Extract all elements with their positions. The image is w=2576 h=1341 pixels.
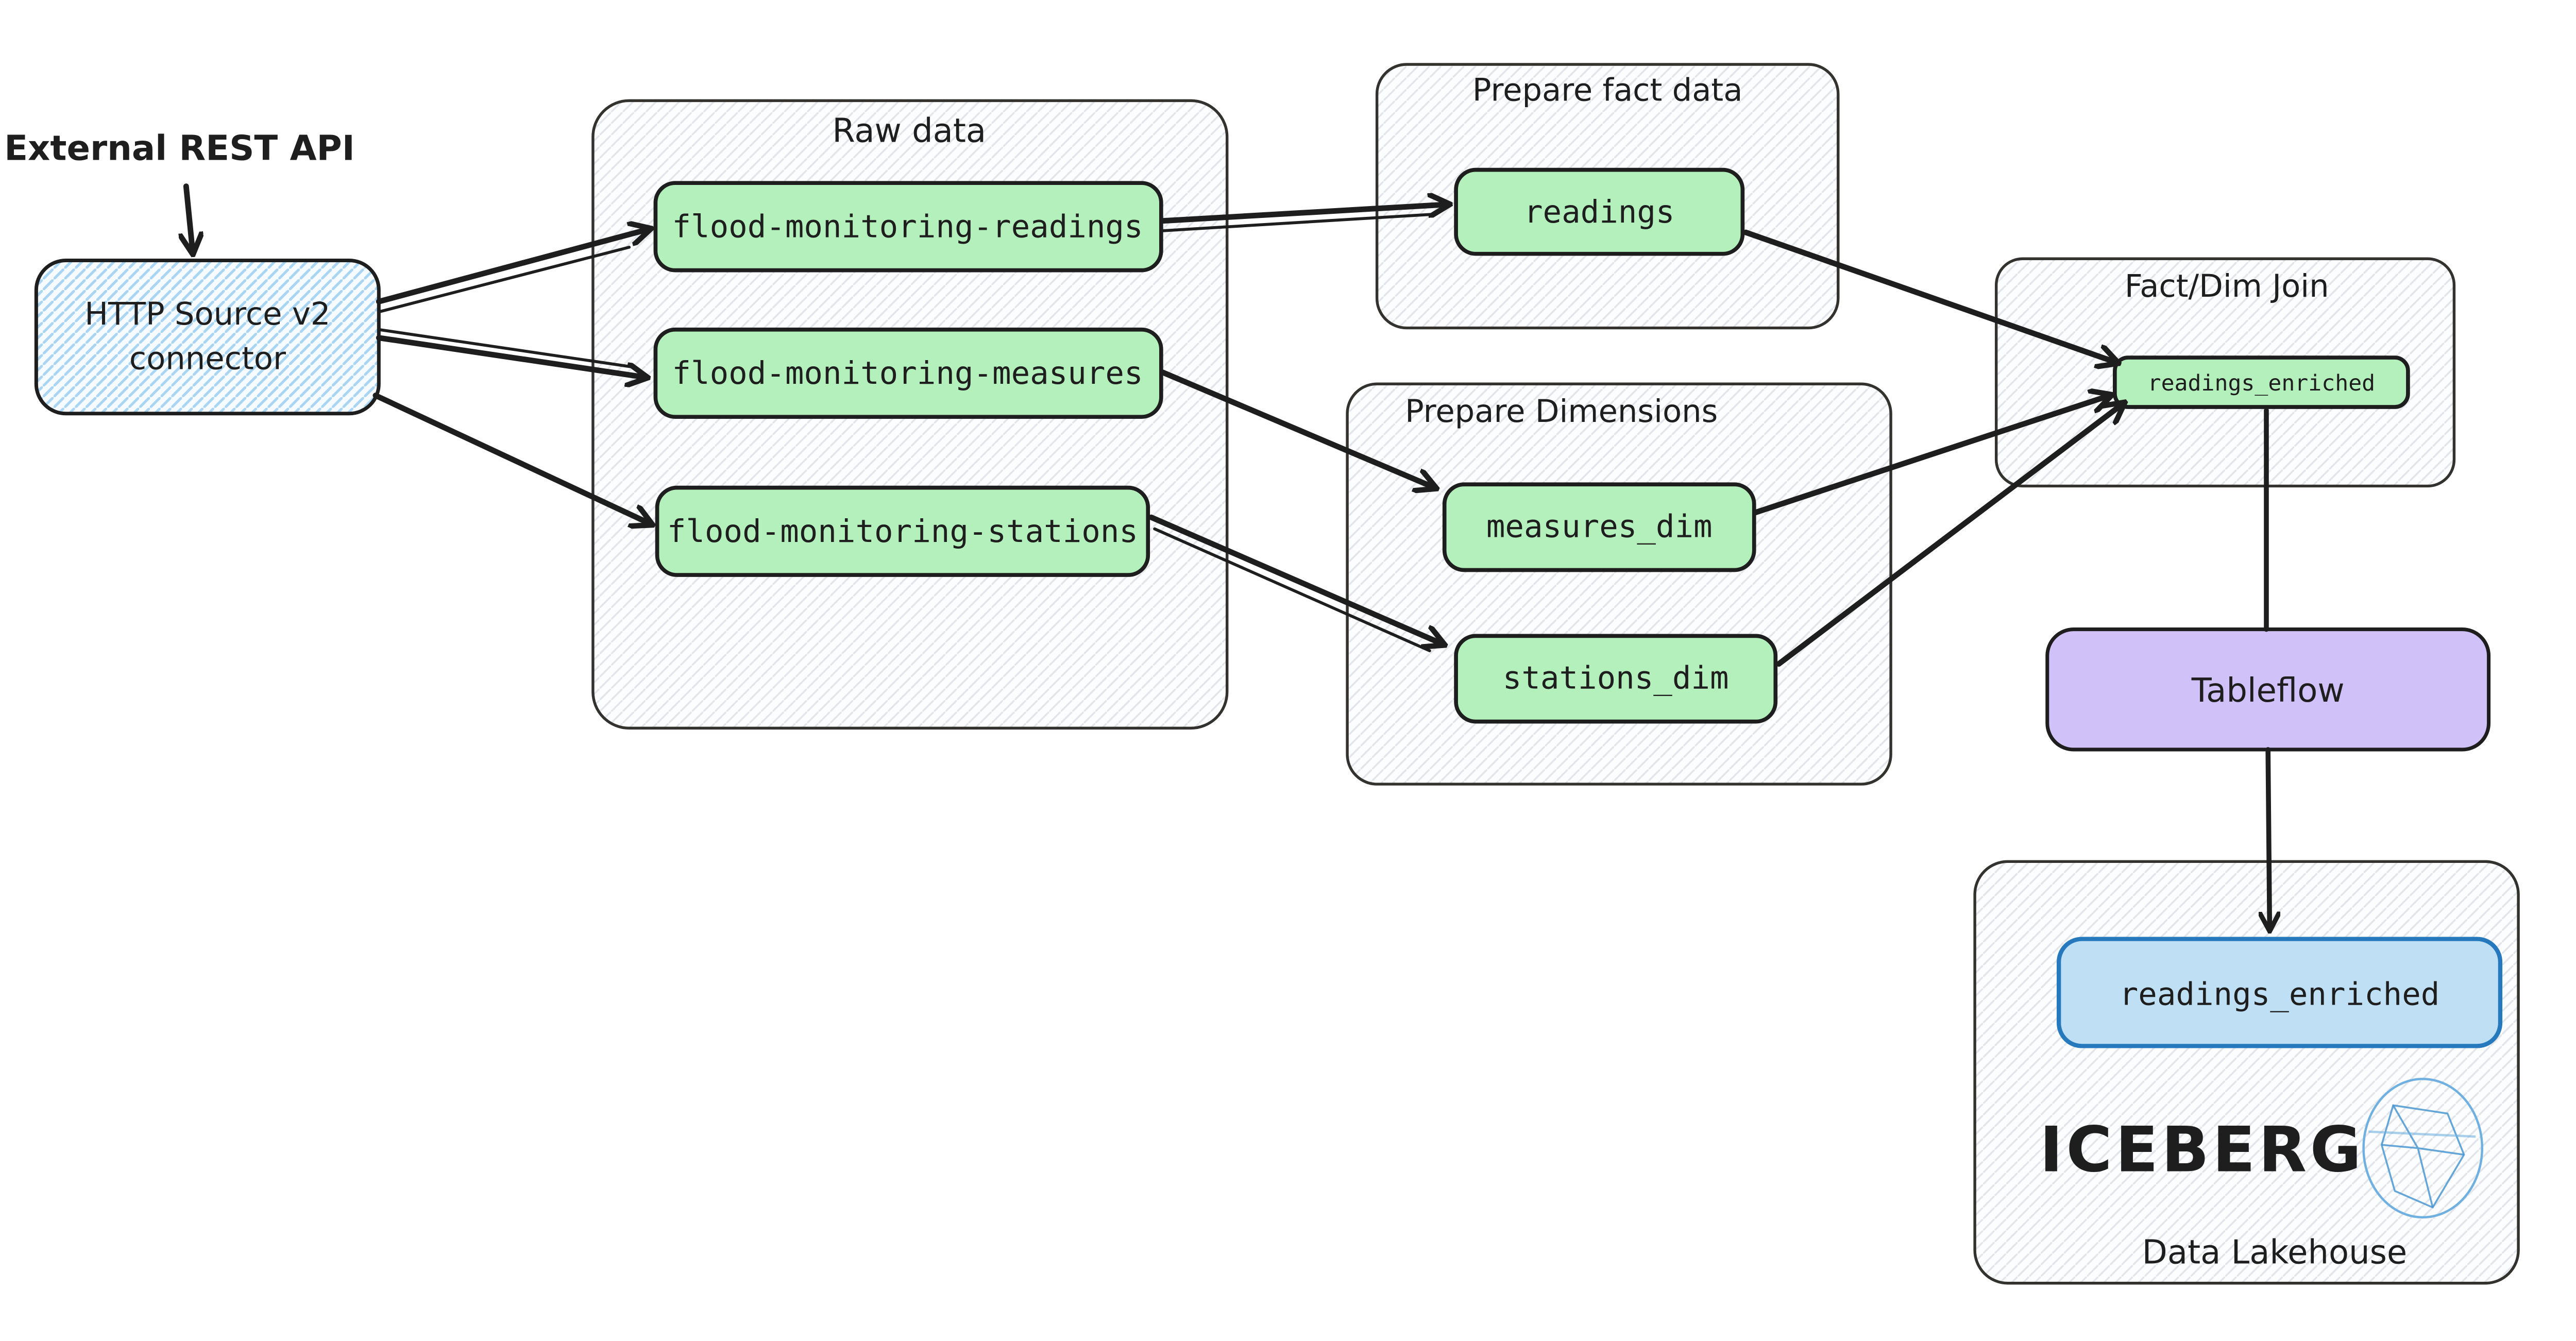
arrow-stations-topic-to-stations-dim [1148,514,1443,644]
tableflow-node: Tableflow [2045,627,2491,752]
fact-dim-join-group: Fact/Dim Join readings_enriched [1994,257,2456,488]
node-readings-label: readings [1524,194,1675,230]
lake-table-readings-enriched [2057,937,2503,1048]
topic-flood-monitoring-stations [655,485,1150,577]
arrow-connector-to-readings-topic [376,229,649,304]
prepare-fact-data-title: Prepare fact data [1472,72,1743,108]
node-readings-enriched-label: readings_enriched [2148,370,2376,396]
http-source-connector-node: HTTP Source v2 connector [34,258,381,416]
arrow-stations-topic-to-stations-dim-sketch [1153,527,1431,653]
iceberg-logo-text: ICEBERG [2040,1113,2365,1186]
arrow-stations-dim-to-readings-enriched [1776,404,2123,667]
arrow-api-to-connector [186,183,193,252]
arrow-readings-to-readings-enriched [1743,229,2116,363]
raw-data-group: Raw data flood-monitoring-readings flood… [591,99,1229,730]
arrow-measures-dim-to-readings-enriched [1753,396,2110,516]
data-lakehouse-container [1973,860,2520,1285]
node-stations-dim-label: stations_dim [1503,660,1729,697]
topic-flood-monitoring-readings-label: flood-monitoring-readings [672,209,1143,245]
arrow-tableflow-to-lake-table [2268,747,2269,929]
arrow-readings-topic-to-readings [1160,205,1448,224]
arrow-connector-to-readings-topic-sketch [379,246,631,313]
topic-flood-monitoring-measures-label: flood-monitoring-measures [672,355,1143,392]
raw-data-title: Raw data [832,112,986,150]
arrow-connector-to-measures-topic [376,335,646,378]
http-source-label-line1: HTTP Source v2 [84,296,330,332]
topic-flood-monitoring-stations-label: flood-monitoring-stations [667,514,1138,550]
lake-table-readings-enriched-label: readings_enriched [2120,976,2440,1012]
node-readings-enriched [2113,355,2410,409]
node-stations-dim [1454,634,1778,724]
prepare-fact-data-group: Prepare fact data readings [1375,63,1840,330]
prepare-dimensions-group: Prepare Dimensions measures_dim stations… [1346,382,1892,786]
arrow-measures-topic-to-measures-dim [1160,369,1434,488]
external-api-label: External REST API [4,128,355,168]
fact-dim-join-title: Fact/Dim Join [2125,268,2329,304]
arrow-connector-to-measures-topic-sketch [377,328,637,369]
http-source-box [34,258,381,416]
prepare-dimensions-title: Prepare Dimensions [1405,394,1718,430]
arrows-layer [372,205,2269,929]
arrow-readings-topic-to-readings-sketch [1161,213,1435,232]
data-lakehouse-title: Data Lakehouse [2142,1233,2408,1271]
arrow-connector-to-stations-topic [372,393,651,524]
prepare-dimensions-container [1346,382,1892,786]
node-measures-dim-label: measures_dim [1486,509,1713,545]
data-lakehouse-group: readings_enriched ICEBERG Data Lakehouse [1973,860,2520,1285]
iceberg-logo-icon [2362,1078,2484,1219]
http-source-label-line2: connector [129,341,286,377]
tableflow-label: Tableflow [2191,672,2345,710]
node-readings [1454,167,1745,256]
node-measures-dim [1442,482,1756,572]
